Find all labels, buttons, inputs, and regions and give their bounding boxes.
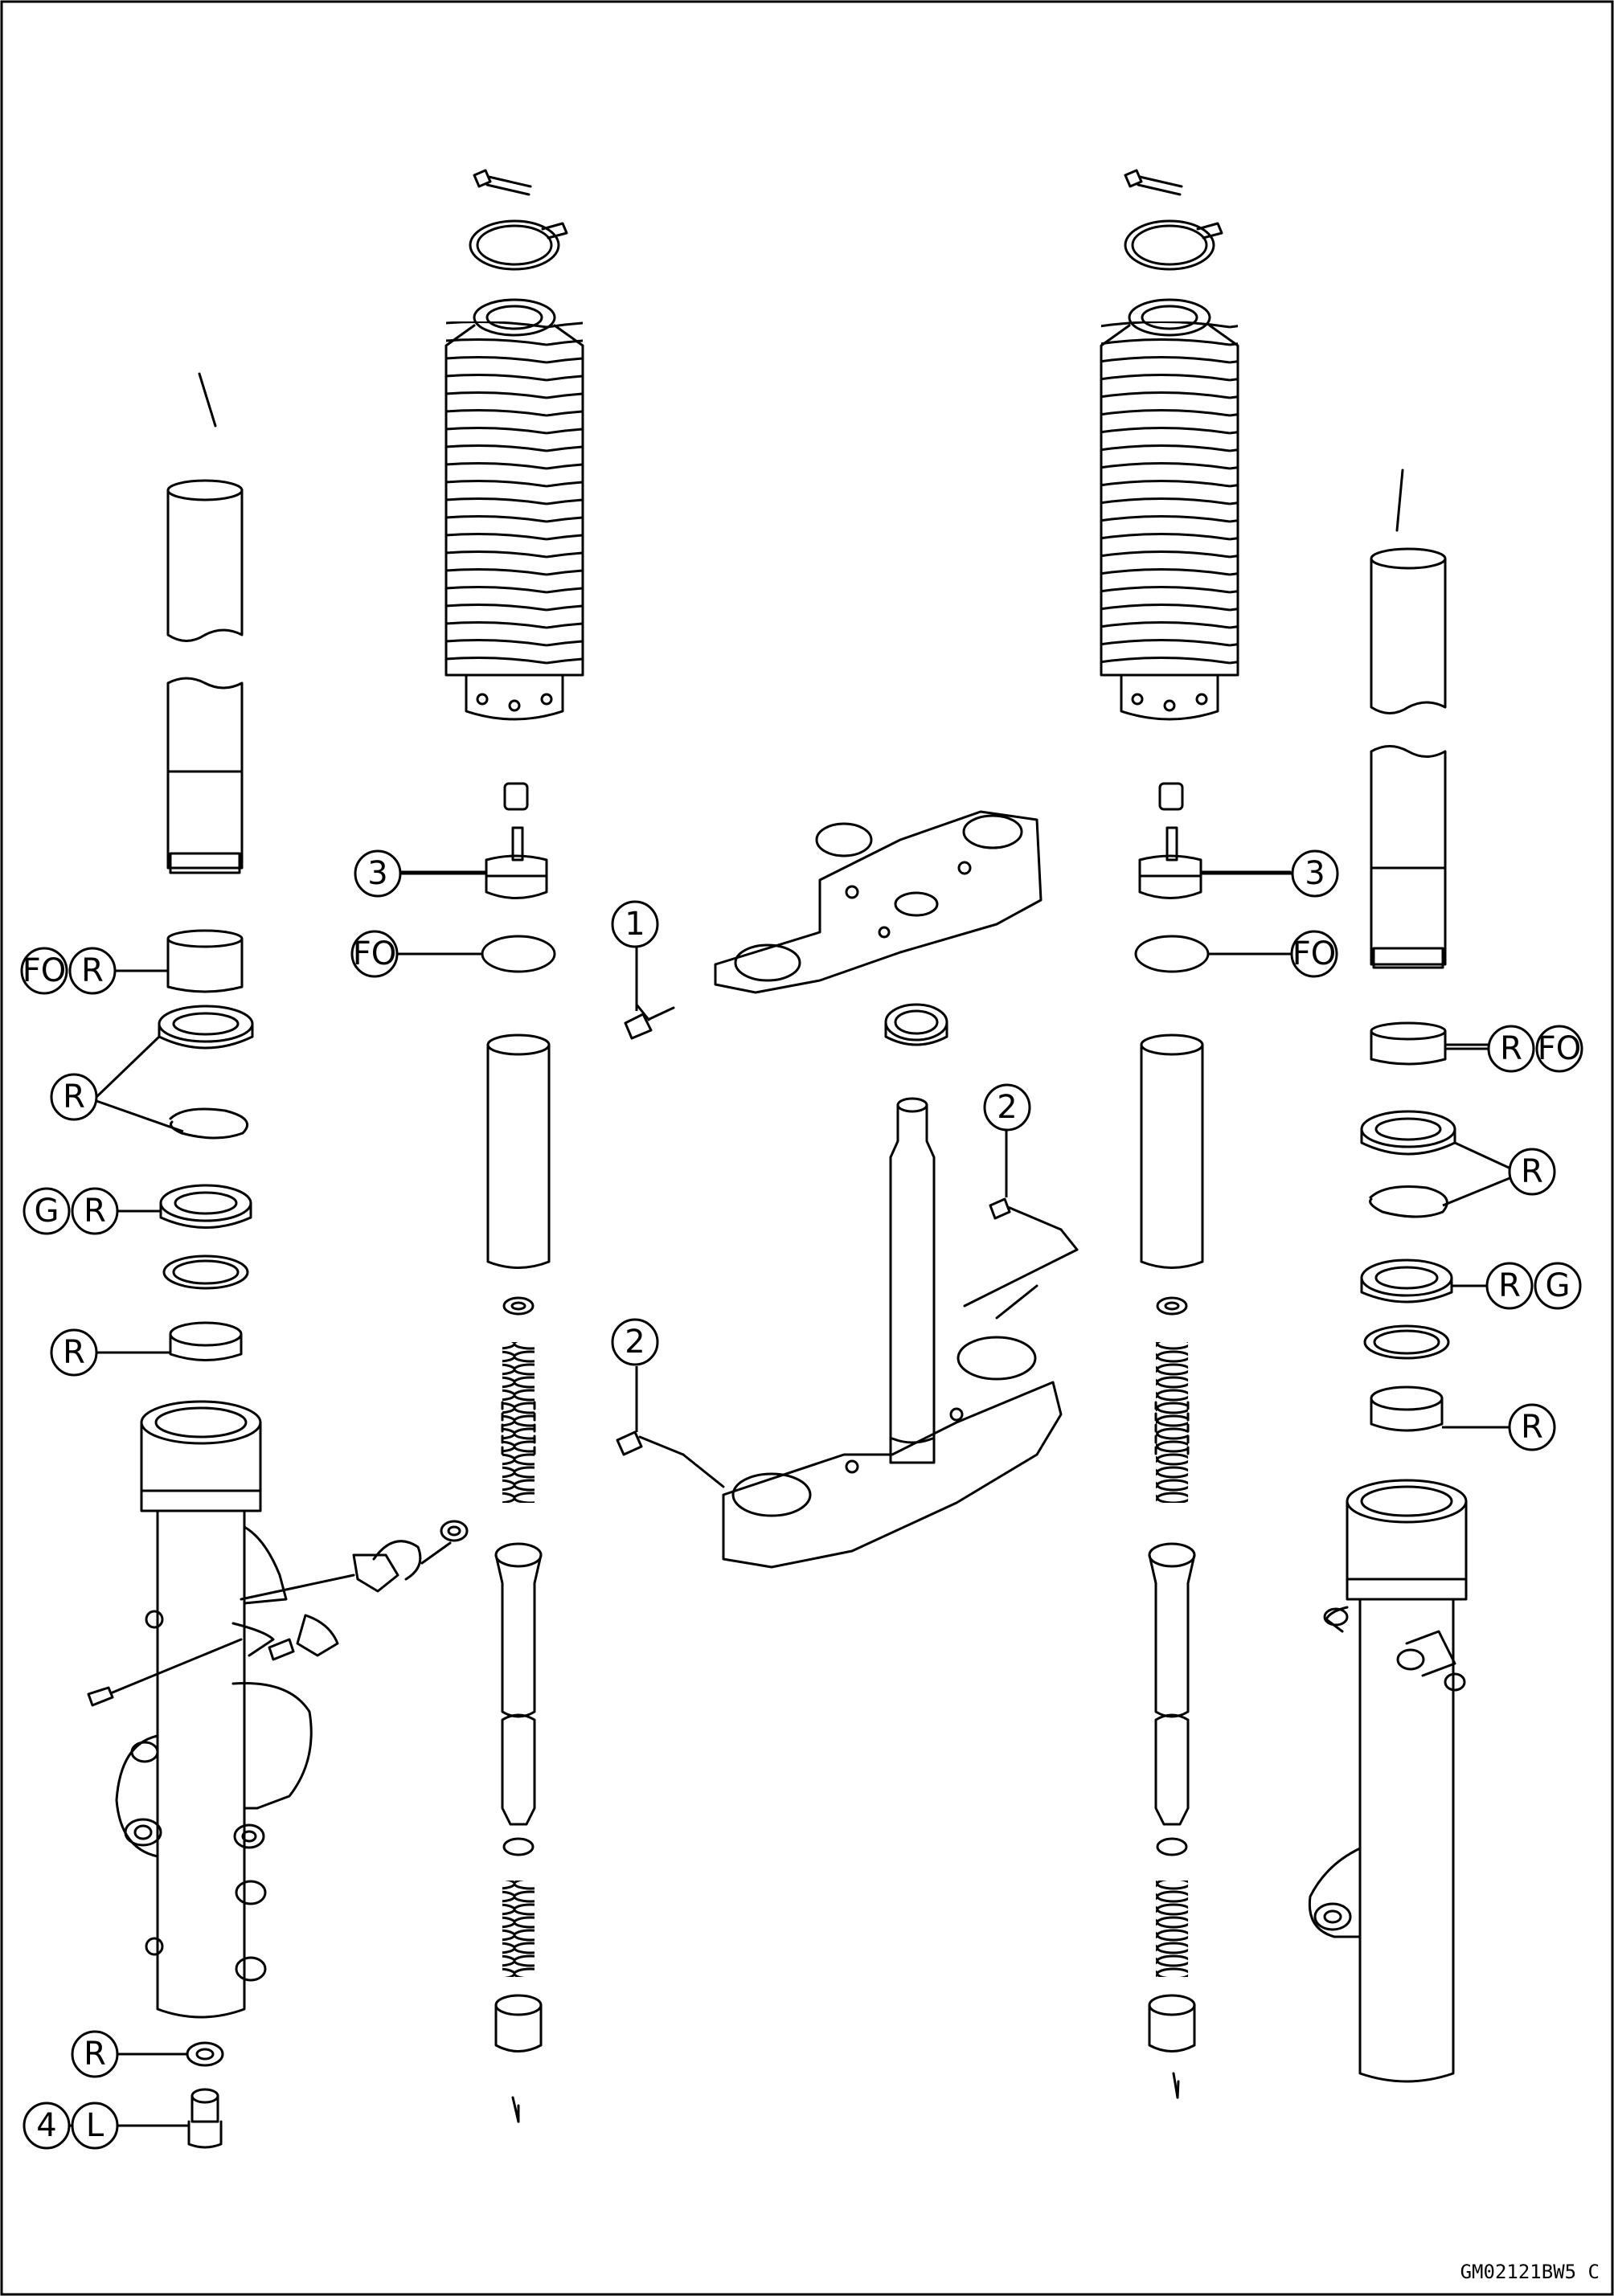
left-allen-bolt (159, 2088, 223, 2149)
symbol-g-left-oil-seal: G (23, 1187, 71, 1235)
symbol-l-left-allen-bolt: L (71, 2102, 119, 2150)
symbol-r-right-seals: R (1508, 1148, 1556, 1196)
symbol-fo: FO (353, 935, 397, 972)
callout-2-label: 2 (997, 1089, 1017, 1126)
symbol-fo-right-o-ring: FO (1290, 930, 1338, 978)
left-fork-boot (444, 298, 584, 721)
right-boot-clamp (1124, 219, 1223, 271)
left-inner-tube (166, 372, 244, 874)
steering-stem-seal (884, 1003, 948, 1046)
left-top-plug-nut (503, 782, 529, 811)
symbol-fo: FO (1292, 935, 1337, 972)
right-spring-seat (1156, 1296, 1188, 1316)
callout-1-label: 1 (625, 906, 645, 943)
left-dust-seal (158, 1005, 254, 1050)
symbol-fo: FO (1538, 1030, 1582, 1067)
symbol-r: R (1521, 1409, 1543, 1446)
symbol-r: R (1521, 1153, 1543, 1190)
callout-3-label: 3 (367, 855, 387, 892)
callout-3-right: 3 (1291, 849, 1339, 898)
left-retaining-ring (169, 1107, 248, 1140)
left-outer-tube (115, 1400, 313, 2019)
symbol-l: L (86, 2107, 104, 2144)
symbol-r-left-drain-washer: R (71, 2030, 119, 2078)
left-boot-clamp (469, 219, 568, 271)
right-bottom-cap (1148, 1994, 1196, 2099)
right-boot-screw (1124, 169, 1183, 196)
callout-1: 1 (611, 900, 659, 948)
left-fork-spring-lower (502, 1881, 535, 1977)
right-fork-spring-lower (1156, 1881, 1188, 1977)
left-collar (486, 1033, 551, 1269)
left-spring-seat (502, 1296, 535, 1316)
right-outer-tube (1308, 1479, 1468, 2083)
callout-3-left: 3 (354, 849, 402, 898)
figure-code: GM02121BW5 C (1460, 2261, 1600, 2283)
right-washer (1363, 1324, 1450, 1360)
symbol-fo-right-bushing: FO (1535, 1025, 1583, 1073)
left-brake-hose-clamp (240, 1520, 469, 1661)
right-fork-spring-upper (1154, 1342, 1190, 1503)
callout-2-lower-right: 2 (983, 1083, 1031, 1132)
lower-clamp-bolt-left (616, 1430, 725, 1488)
symbol-r-right-bushing: R (1487, 1025, 1535, 1073)
right-retaining-ring (1369, 1185, 1448, 1218)
right-cartridge (1148, 1542, 1196, 1826)
upper-clamp-bolt (624, 1006, 675, 1040)
left-clamp-bolt (87, 1638, 243, 1707)
symbol-r: R (1500, 1030, 1522, 1067)
symbol-r-left-guide-bushing: R (50, 1328, 98, 1377)
right-inner-tube (1370, 469, 1447, 969)
callout-2-label: 2 (625, 1324, 645, 1361)
right-top-plug-nut (1158, 782, 1184, 811)
left-washer (162, 1254, 249, 1290)
right-dust-seal (1360, 1110, 1456, 1156)
lower-clamp-bolt-right (963, 1197, 1079, 1308)
left-cartridge (494, 1542, 543, 1826)
symbol-r: R (84, 1193, 106, 1230)
left-fork-spring-upper (501, 1342, 536, 1503)
right-fork-boot (1100, 298, 1239, 721)
symbol-g: G (35, 1193, 59, 1230)
lower-fork-clamp (722, 1284, 1063, 1569)
symbol-r-left-oil-seal: R (71, 1187, 119, 1235)
right-oil-seal (1360, 1259, 1453, 1304)
symbol-r: R (84, 2036, 106, 2073)
left-guide-bushing (169, 1321, 243, 1361)
symbol-r: R (63, 1334, 85, 1371)
symbol-fo-left-bushing: FO (20, 947, 68, 995)
steering-stem (889, 1097, 936, 1464)
right-spring-seat-lower (1156, 1837, 1188, 1856)
symbol-r-right-guide-bushing: R (1508, 1403, 1556, 1451)
left-top-plug (400, 826, 548, 899)
symbol-r-left-bushing: R (68, 947, 117, 995)
symbol-r: R (63, 1078, 85, 1115)
callout-4-label: 4 (36, 2107, 56, 2144)
left-spring-seat-lower (502, 1837, 535, 1856)
left-oil-seal (159, 1184, 252, 1229)
callout-4: 4 (23, 2102, 71, 2150)
symbol-fo: FO (23, 952, 67, 989)
callout-3-label: 3 (1305, 855, 1325, 892)
symbol-fo-left-o-ring: FO (350, 930, 399, 978)
symbol-g-right-oil-seal: G (1534, 1262, 1582, 1310)
right-top-plug (1138, 826, 1292, 899)
left-boot-screw (473, 169, 532, 196)
callout-2-lower-left: 2 (611, 1318, 659, 1366)
symbol-g: G (1546, 1267, 1571, 1304)
right-guide-bushing (1370, 1385, 1444, 1432)
symbol-r-right-oil-seal: R (1485, 1262, 1534, 1310)
upper-fork-clamp (714, 810, 1043, 994)
left-bottom-cap (494, 1994, 543, 2123)
symbol-r: R (81, 952, 104, 989)
left-fork-bushing (166, 929, 244, 993)
right-collar (1140, 1033, 1204, 1269)
symbol-r-left-seals: R (50, 1073, 98, 1121)
symbol-r: R (1498, 1267, 1521, 1304)
right-fork-bushing (1370, 1021, 1447, 1066)
